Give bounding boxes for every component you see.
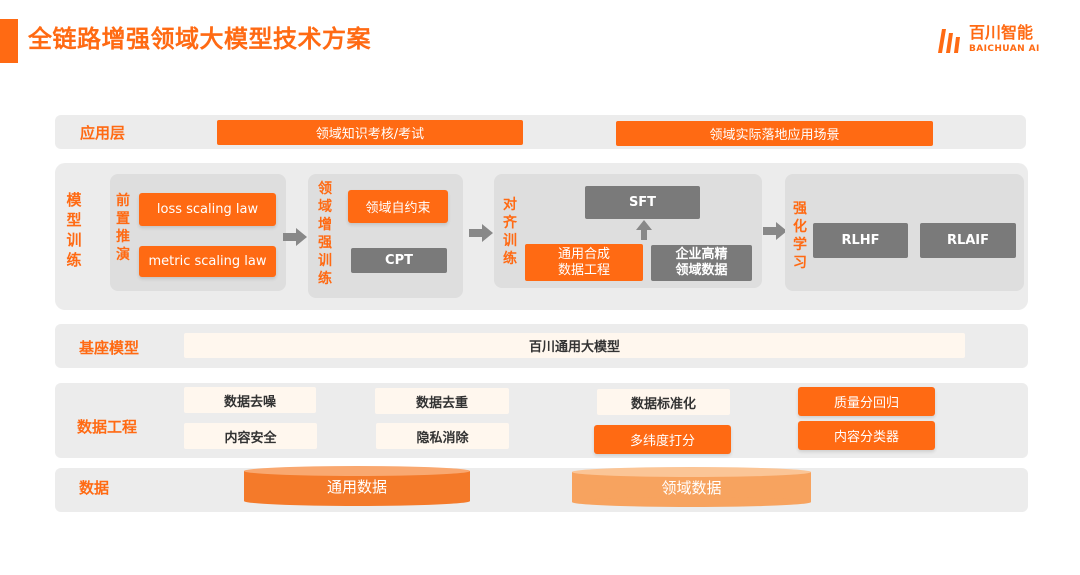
app-item-exam: 领域知识考核/考试	[217, 120, 523, 145]
domain-enhance-label: 领域增强训练	[318, 181, 332, 287]
page-title: 全链路增强领域大模型技术方案	[28, 25, 371, 53]
baichuan-logo-icon	[938, 29, 960, 53]
sft-box: SFT	[585, 186, 700, 219]
cpt-box: CPT	[351, 248, 447, 273]
data-band	[55, 468, 1028, 512]
domain-data-cylinder: 领域数据	[572, 467, 811, 507]
up-arrow-icon	[636, 220, 652, 240]
model-training-label-text: 模型训练	[66, 191, 82, 269]
right-arrow-icon	[283, 228, 307, 246]
domain-data-label: 领域数据	[661, 478, 722, 497]
logo-text-cn: 百川智能	[969, 23, 1034, 42]
cylinder-shape-icon	[244, 466, 470, 506]
general-data-label: 通用数据	[326, 477, 387, 496]
cylinder-shape-icon	[572, 467, 811, 507]
data-label: 数据	[79, 479, 110, 497]
enterprise-domain-data-box: 企业高精 领域数据	[651, 245, 752, 281]
base-model-label: 基座模型	[79, 339, 140, 357]
application-layer-label: 应用层	[80, 124, 126, 142]
rl-label: 强化学习	[793, 201, 807, 271]
right-arrow-icon	[763, 222, 787, 240]
baichuan-logo: 百川智能 BAICHUAN AI	[934, 23, 1054, 59]
loss-scaling-law-box: loss scaling law	[139, 193, 276, 226]
domain-self-constraint-box: 领域自约束	[348, 190, 448, 223]
baichuan-general-model-box: 百川通用大模型	[184, 333, 965, 358]
metric-scaling-law-box: metric scaling law	[139, 246, 276, 277]
model-training-label: 模型训练	[64, 190, 84, 270]
rlaif-box: RLAIF	[920, 223, 1016, 258]
data-engineering-label: 数据工程	[77, 418, 138, 436]
title-accent-bar	[0, 19, 18, 63]
dedup-box: 数据去重	[375, 388, 509, 414]
quality-regression-box: 质量分回归	[798, 387, 935, 416]
standardize-box: 数据标准化	[597, 389, 730, 415]
denoise-box: 数据去噪	[184, 387, 316, 413]
general-synthetic-data-box: 通用合成 数据工程	[525, 244, 643, 281]
logo-text-en: BAICHUAN AI	[969, 44, 1040, 54]
multi-dim-scoring-box: 多纬度打分	[594, 425, 731, 454]
right-arrow-icon	[469, 224, 493, 242]
pretraining-label: 前置推演	[116, 193, 130, 263]
privacy-removal-box: 隐私消除	[376, 423, 509, 449]
alignment-label: 对齐训练	[503, 197, 517, 267]
rlhf-box: RLHF	[813, 223, 908, 258]
content-classifier-box: 内容分类器	[798, 421, 935, 450]
content-safety-box: 内容安全	[184, 423, 317, 449]
general-data-cylinder: 通用数据	[244, 466, 470, 506]
app-item-scenarios: 领域实际落地应用场景	[616, 121, 933, 146]
